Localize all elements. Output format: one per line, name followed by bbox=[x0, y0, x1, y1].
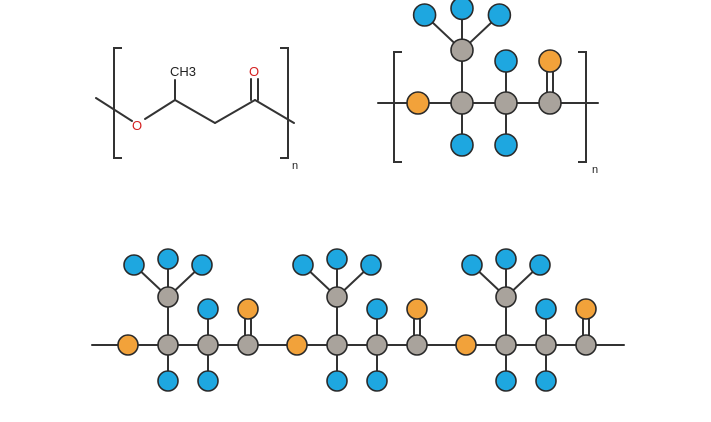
ether-oxygen-label: O bbox=[132, 118, 142, 133]
carbon-atom bbox=[575, 334, 597, 356]
hydrogen-atom bbox=[412, 3, 437, 27]
carbon-atom bbox=[538, 91, 562, 115]
carbon-atom bbox=[157, 334, 179, 356]
hydrogen-atom bbox=[461, 254, 483, 276]
oxygen-atom bbox=[237, 298, 259, 320]
hydrogen-atom bbox=[360, 254, 382, 276]
chain-bond bbox=[254, 99, 295, 124]
hydrogen-atom bbox=[494, 133, 518, 157]
hydrogen-atom bbox=[157, 370, 179, 392]
oxygen-atom bbox=[575, 298, 597, 320]
hydrogen-atom bbox=[495, 248, 517, 270]
hydrogen-atom bbox=[292, 254, 314, 276]
hydrogen-atom bbox=[529, 254, 551, 276]
chain-bond bbox=[214, 99, 256, 124]
right-bracket bbox=[280, 47, 289, 159]
oxygen-atom bbox=[455, 334, 477, 356]
left-bracket bbox=[113, 47, 122, 159]
chain-bond bbox=[174, 99, 216, 124]
chain-bond bbox=[95, 97, 133, 122]
hydrogen-atom bbox=[535, 298, 557, 320]
carbon-atom bbox=[326, 334, 348, 356]
skeletal-formula: O CH3 O n bbox=[95, 47, 298, 172]
methyl-label: CH3 bbox=[170, 64, 196, 79]
carbon-atom bbox=[157, 286, 179, 308]
hydrogen-atom bbox=[191, 254, 213, 276]
repeat-subscript: n bbox=[592, 164, 598, 176]
carbon-atom bbox=[535, 334, 557, 356]
oxygen-atom bbox=[406, 91, 430, 115]
carbonyl-oxygen-label: O bbox=[249, 64, 259, 79]
hydrogen-atom bbox=[326, 248, 348, 270]
hydrogen-atom bbox=[197, 370, 219, 392]
carbon-atom bbox=[450, 38, 474, 63]
carbon-atom bbox=[494, 91, 518, 115]
oxygen-atom bbox=[538, 49, 562, 73]
hydrogen-atom bbox=[494, 49, 518, 73]
hydrogen-atom bbox=[366, 298, 388, 320]
right-bracket bbox=[578, 51, 587, 163]
hydrogen-atom bbox=[326, 370, 348, 392]
repeat-subscript: n bbox=[292, 160, 298, 172]
oxygen-atom bbox=[117, 334, 139, 356]
carbon-atom bbox=[406, 334, 428, 356]
hydrogen-atom bbox=[495, 370, 517, 392]
chain-bond bbox=[144, 99, 176, 120]
carbon-atom bbox=[366, 334, 388, 356]
left-bracket bbox=[393, 51, 402, 163]
oxygen-atom bbox=[286, 334, 308, 356]
oxygen-atom bbox=[406, 298, 428, 320]
hydrogen-atom bbox=[450, 0, 474, 21]
ball-stick-monomer: n bbox=[377, 0, 599, 176]
hydrogen-atom bbox=[450, 133, 474, 157]
hydrogen-atom bbox=[366, 370, 388, 392]
hydrogen-atom bbox=[535, 370, 557, 392]
hydrogen-atom bbox=[197, 298, 219, 320]
hydrogen-atom bbox=[123, 254, 145, 276]
carbon-atom bbox=[237, 334, 259, 356]
carbon-atom bbox=[197, 334, 219, 356]
carbon-atom bbox=[450, 91, 474, 115]
hydrogen-atom bbox=[157, 248, 179, 270]
carbon-atom bbox=[495, 286, 517, 308]
hydrogen-atom bbox=[487, 3, 512, 27]
monomer-atoms bbox=[377, 0, 599, 157]
ball-stick-chain bbox=[91, 248, 625, 392]
carbon-atom bbox=[495, 334, 517, 356]
carbon-atom bbox=[326, 286, 348, 308]
